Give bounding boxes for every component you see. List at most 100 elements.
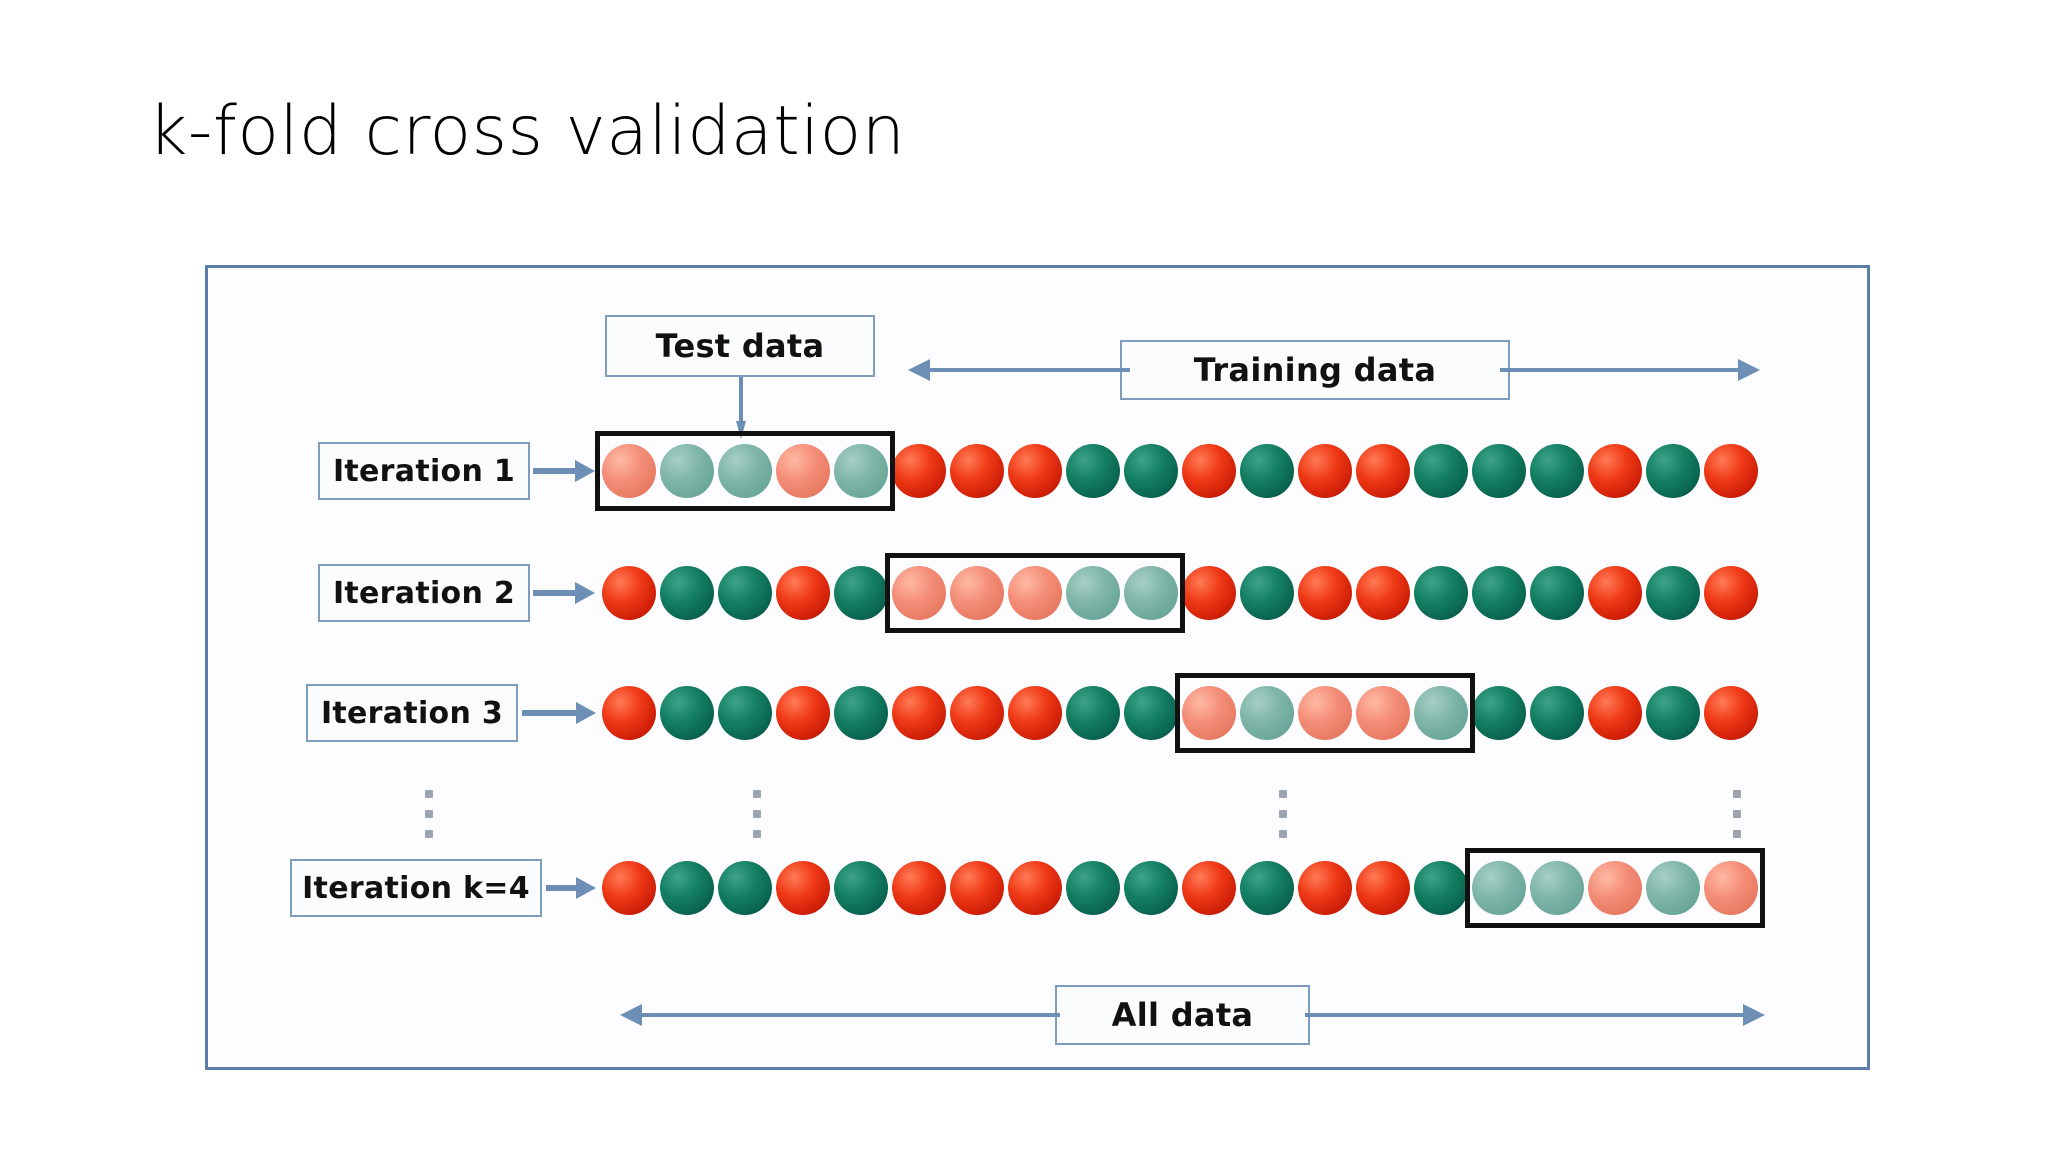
iteration-row: Iteration k=4 <box>0 848 2048 928</box>
iteration-label-2: Iteration 2 <box>318 564 530 622</box>
ellipsis-dots-left <box>424 790 434 838</box>
training-sample-ball <box>1356 444 1410 498</box>
training-sample-ball <box>718 861 772 915</box>
training-sample-ball <box>1124 444 1178 498</box>
training-sample-ball <box>1704 444 1758 498</box>
test-sample-ball <box>1182 686 1236 740</box>
sample-strip <box>600 557 1760 629</box>
training-sample-ball <box>602 861 656 915</box>
test-sample-ball <box>950 566 1004 620</box>
test-sample-ball <box>1704 861 1758 915</box>
training-sample-ball <box>1240 861 1294 915</box>
training-sample-ball <box>1008 686 1062 740</box>
training-sample-ball <box>950 444 1004 498</box>
iteration-label-1: Iteration 1 <box>318 442 530 500</box>
test-sample-ball <box>660 444 714 498</box>
training-sample-ball <box>1646 686 1700 740</box>
sample-strip <box>600 852 1760 924</box>
training-sample-ball <box>602 686 656 740</box>
test-sample-ball <box>718 444 772 498</box>
training-sample-ball <box>602 566 656 620</box>
test-data-label: Test data <box>605 315 875 377</box>
training-sample-ball <box>1646 566 1700 620</box>
training-data-left-arrow-icon <box>908 352 1130 388</box>
training-sample-ball <box>1008 444 1062 498</box>
test-data-down-arrow-icon <box>736 377 746 439</box>
training-sample-ball <box>892 686 946 740</box>
training-sample-ball <box>1414 861 1468 915</box>
training-sample-ball <box>1646 444 1700 498</box>
test-sample-ball <box>1588 861 1642 915</box>
iteration-arrow-icon <box>533 455 595 487</box>
training-sample-ball <box>1704 686 1758 740</box>
training-sample-ball <box>950 861 1004 915</box>
iteration-row: Iteration 3 <box>0 673 2048 753</box>
training-sample-ball <box>660 566 714 620</box>
iteration-label-4: Iteration k=4 <box>290 859 542 917</box>
test-sample-ball <box>1240 686 1294 740</box>
training-sample-ball <box>950 686 1004 740</box>
iteration-arrow-icon <box>533 577 595 609</box>
test-sample-ball <box>892 566 946 620</box>
training-sample-ball <box>1066 444 1120 498</box>
training-sample-ball <box>776 861 830 915</box>
training-sample-ball <box>1356 566 1410 620</box>
training-sample-ball <box>834 686 888 740</box>
test-sample-ball <box>834 444 888 498</box>
training-sample-ball <box>1414 566 1468 620</box>
training-sample-ball <box>1472 444 1526 498</box>
iteration-arrow-icon <box>522 697 596 729</box>
ellipsis-dots-mid-right <box>1278 790 1288 838</box>
test-sample-ball <box>1472 861 1526 915</box>
training-sample-ball <box>1182 566 1236 620</box>
training-data-label: Training data <box>1120 340 1510 400</box>
test-sample-ball <box>1356 686 1410 740</box>
test-sample-ball <box>1066 566 1120 620</box>
page-title: k-fold cross validation <box>148 92 906 171</box>
all-data-right-arrow-icon <box>1305 997 1765 1033</box>
training-data-right-arrow-icon <box>1500 352 1760 388</box>
training-sample-ball <box>1588 686 1642 740</box>
test-sample-ball <box>1530 861 1584 915</box>
iteration-label-3: Iteration 3 <box>306 684 518 742</box>
training-sample-ball <box>1704 566 1758 620</box>
iteration-row: Iteration 2 <box>0 553 2048 633</box>
test-sample-ball <box>1646 861 1700 915</box>
test-sample-ball <box>1414 686 1468 740</box>
test-sample-ball <box>1008 566 1062 620</box>
training-sample-ball <box>1240 566 1294 620</box>
training-sample-ball <box>776 686 830 740</box>
training-sample-ball <box>1530 444 1584 498</box>
iteration-row: Iteration 1 <box>0 431 2048 511</box>
training-sample-ball <box>834 861 888 915</box>
training-sample-ball <box>776 566 830 620</box>
training-sample-ball <box>1008 861 1062 915</box>
training-sample-ball <box>1066 861 1120 915</box>
training-sample-ball <box>1356 861 1410 915</box>
training-sample-ball <box>1240 444 1294 498</box>
test-sample-ball <box>1298 686 1352 740</box>
all-data-left-arrow-icon <box>620 997 1060 1033</box>
training-sample-ball <box>892 444 946 498</box>
training-sample-ball <box>1472 686 1526 740</box>
training-sample-ball <box>718 686 772 740</box>
training-sample-ball <box>1588 566 1642 620</box>
training-sample-ball <box>1472 566 1526 620</box>
training-sample-ball <box>718 566 772 620</box>
diagram-panel <box>205 265 1870 1070</box>
sample-strip <box>600 677 1760 749</box>
training-sample-ball <box>660 861 714 915</box>
test-sample-ball <box>1124 566 1178 620</box>
training-sample-ball <box>1588 444 1642 498</box>
training-sample-ball <box>1066 686 1120 740</box>
training-sample-ball <box>1530 686 1584 740</box>
training-sample-ball <box>1298 566 1352 620</box>
training-sample-ball <box>892 861 946 915</box>
training-sample-ball <box>660 686 714 740</box>
iteration-arrow-icon <box>546 872 596 904</box>
training-sample-ball <box>1530 566 1584 620</box>
test-sample-ball <box>776 444 830 498</box>
training-sample-ball <box>1124 861 1178 915</box>
training-sample-ball <box>1298 861 1352 915</box>
